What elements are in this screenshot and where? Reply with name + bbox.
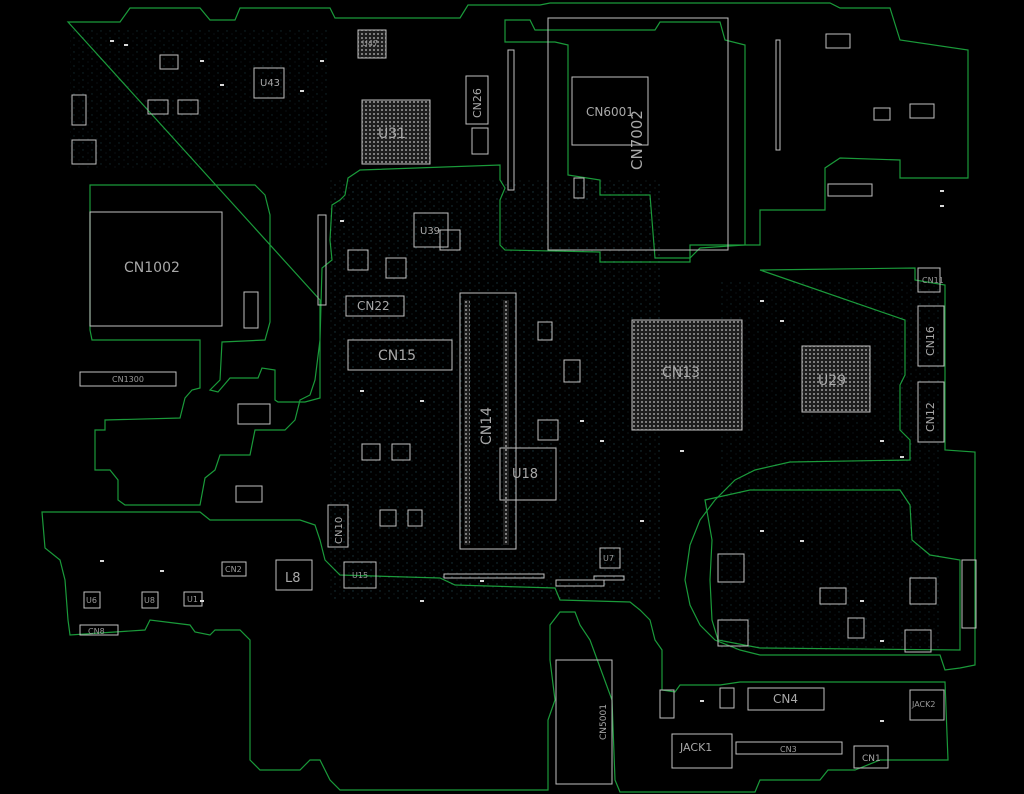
u31-chip xyxy=(361,99,431,165)
cn12-footprint xyxy=(917,381,945,443)
via-field-right xyxy=(720,280,940,650)
jack2-label: JACK2 xyxy=(911,700,935,709)
u47-chip xyxy=(357,29,387,59)
u6-chip xyxy=(83,591,101,609)
u29-label: U29 xyxy=(818,373,846,389)
cn6001-footprint xyxy=(571,76,649,146)
u15-label: U15 xyxy=(352,571,368,580)
jack1-label: JACK1 xyxy=(679,741,712,754)
u18-label: U18 xyxy=(512,467,538,482)
jack2-footprint xyxy=(909,689,945,721)
cn1300-footprint xyxy=(79,371,177,387)
u1-label: U1 xyxy=(187,595,198,604)
cn10-footprint xyxy=(327,504,349,548)
cn4-footprint xyxy=(747,687,825,711)
cn16-footprint xyxy=(917,305,945,367)
cn16-label: CN16 xyxy=(924,326,937,356)
cn3-label: CN3 xyxy=(780,745,797,754)
cn3-footprint xyxy=(735,741,843,755)
cn11-footprint xyxy=(917,267,941,293)
u18-chip xyxy=(499,447,557,501)
u15-chip xyxy=(343,561,377,589)
board-outline xyxy=(66,2,969,506)
cn6001-label: CN6001 xyxy=(586,105,634,119)
u8-label: U8 xyxy=(144,596,155,605)
u39-label: U39 xyxy=(420,226,440,237)
u1-chip xyxy=(183,591,203,607)
cn15-footprint xyxy=(347,339,453,371)
cn13-label: CN13 xyxy=(662,365,700,381)
cn5001-label: CN5001 xyxy=(599,704,609,740)
passive-pads xyxy=(100,40,944,722)
board-outline-upper-right xyxy=(504,19,746,259)
cn26-label: CN26 xyxy=(471,88,484,118)
cn2-footprint xyxy=(221,561,247,577)
cn7002-label: CN7002 xyxy=(628,110,646,170)
cn26-footprint xyxy=(465,75,489,125)
cn1002-footprint xyxy=(89,211,223,327)
cn1002-label: CN1002 xyxy=(124,260,180,276)
u43-label: U43 xyxy=(260,78,280,89)
l8-inductor xyxy=(275,559,313,591)
via-field-center xyxy=(330,180,660,600)
cn10-label: CN10 xyxy=(334,517,345,544)
u7-chip xyxy=(599,547,621,569)
cn8-label: CN8 xyxy=(88,627,105,636)
cn14-label: CN14 xyxy=(479,407,495,445)
u7-label: U7 xyxy=(603,554,614,563)
u31-label: U31 xyxy=(378,126,406,142)
cn13-chip xyxy=(631,319,743,431)
jack1-footprint xyxy=(671,733,733,769)
minor-components xyxy=(71,33,977,719)
cn2-label: CN2 xyxy=(225,565,242,574)
cn14-pin-row-right xyxy=(503,300,509,545)
cn4-label: CN4 xyxy=(773,692,798,706)
l8-label: L8 xyxy=(285,571,301,586)
u47-label: U47 xyxy=(362,39,378,48)
u43-chip xyxy=(253,67,285,99)
cn22-label: CN22 xyxy=(357,299,390,313)
cn14-pin-row-left xyxy=(464,300,470,545)
u6-label: U6 xyxy=(86,596,97,605)
cn1-label: CN1 xyxy=(862,754,881,764)
u8-chip xyxy=(141,591,159,609)
cn7002-footprint xyxy=(547,17,729,251)
cn11-label: CN11 xyxy=(922,276,944,285)
u29-chip xyxy=(801,345,871,413)
cn22-footprint xyxy=(345,295,405,317)
cn15-label: CN15 xyxy=(378,348,416,364)
cn8-footprint xyxy=(79,624,119,636)
cn14-footprint xyxy=(459,292,517,550)
cn5001-footprint xyxy=(555,659,613,785)
cn12-label: CN12 xyxy=(924,402,937,432)
cn1-footprint xyxy=(853,745,889,769)
cn1300-label: CN1300 xyxy=(112,375,144,384)
via-field-left xyxy=(70,30,330,170)
